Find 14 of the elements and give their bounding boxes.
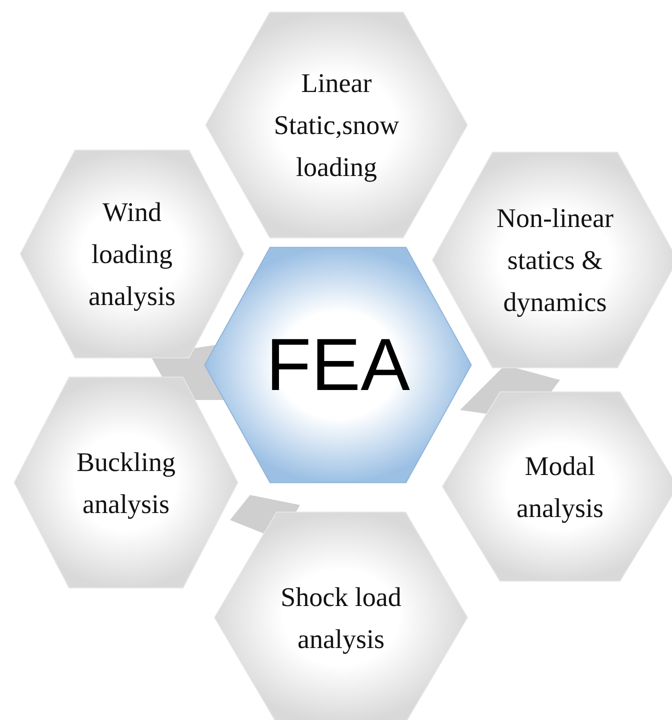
node-label: Modal analysis xyxy=(516,450,604,525)
hexagon xyxy=(212,510,470,720)
hexagon xyxy=(18,148,246,360)
node-label: Buckling analysis xyxy=(76,446,176,521)
node-label: Wind loading analysis xyxy=(88,196,176,313)
hexagon xyxy=(12,375,240,590)
hexagon xyxy=(440,390,672,583)
node-label: Linear Static,snow loading xyxy=(272,67,400,184)
hexagon xyxy=(430,150,672,370)
hexagon xyxy=(202,245,474,485)
node-label: Non-linear statics & dynamics xyxy=(496,202,614,319)
node-label: Shock load analysis xyxy=(280,580,402,656)
hexagon xyxy=(203,10,470,240)
center-label: FEA xyxy=(266,325,410,405)
